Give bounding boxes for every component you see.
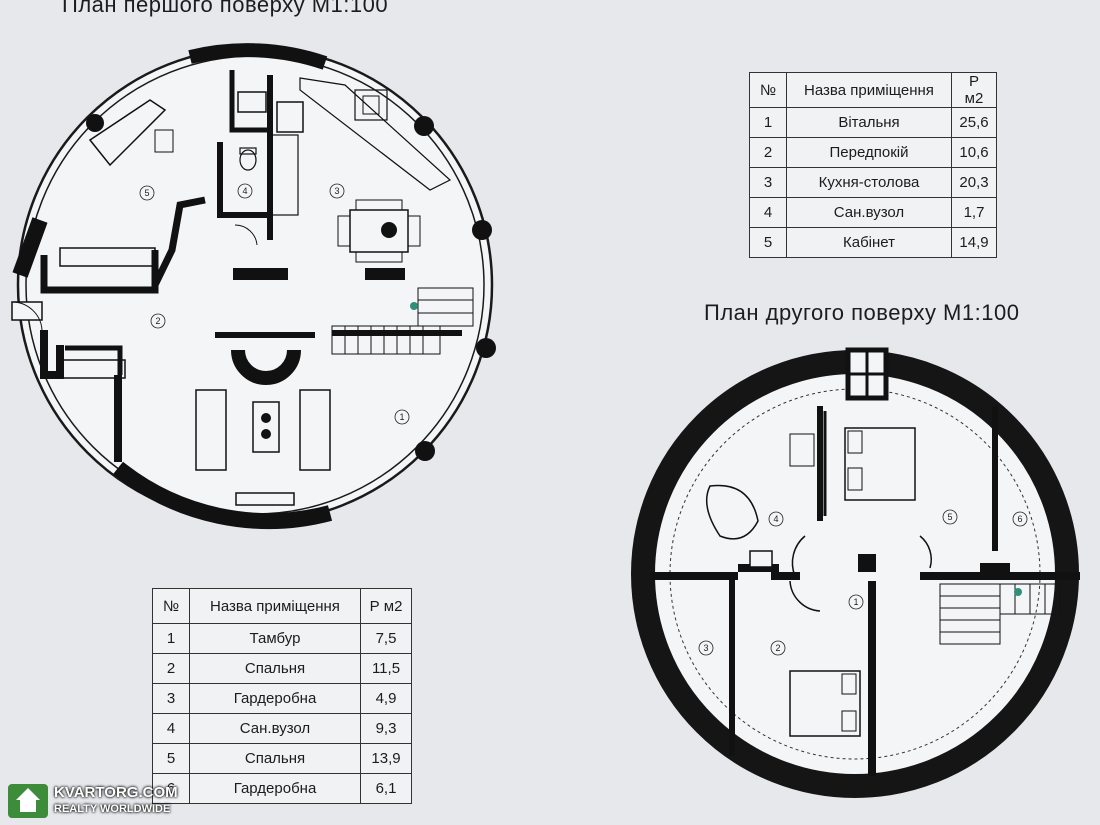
table-row: 3 Гардеробна 4,9 bbox=[152, 683, 412, 714]
floor1-room-label: 3 bbox=[334, 186, 339, 196]
floor2-plan-title: План другого поверху М1:100 bbox=[704, 300, 1020, 325]
floor1-desk bbox=[88, 99, 167, 167]
watermark-name: KVARTORG.COM bbox=[54, 784, 178, 801]
floor1-column bbox=[414, 116, 434, 136]
column-header-name: Назва приміщення bbox=[189, 588, 361, 624]
floor1-room-label: 5 bbox=[144, 188, 149, 198]
floor2-room-label: 5 bbox=[947, 512, 952, 522]
floor2-room-label: 2 bbox=[775, 643, 780, 653]
room-area: 11,5 bbox=[360, 653, 412, 684]
floor2-room-label: 3 bbox=[703, 643, 708, 653]
floor2-room-label: 4 bbox=[773, 514, 778, 524]
floor1-sofa bbox=[195, 389, 227, 471]
room-area: 4,9 bbox=[360, 683, 412, 714]
room-number: 4 bbox=[749, 197, 787, 228]
floor1-column bbox=[476, 338, 496, 358]
room-name: Вітальня bbox=[786, 107, 952, 138]
room-number: 5 bbox=[152, 743, 190, 774]
floor2-plan-drawing: 1 2 3 4 5 6 bbox=[631, 347, 1080, 798]
column-header-name: Назва приміщення bbox=[786, 72, 952, 108]
floor1-sink bbox=[354, 89, 388, 121]
table-row: 2 Передпокій 10,6 bbox=[749, 137, 997, 168]
room-area: 9,3 bbox=[360, 713, 412, 744]
floor1-plan-drawing: 1 2 3 4 5 bbox=[11, 43, 496, 530]
room-number: 3 bbox=[152, 683, 190, 714]
floor2-room-label: 6 bbox=[1017, 514, 1022, 524]
floor1-column bbox=[86, 114, 104, 132]
floor1-wall-bottom bbox=[112, 461, 333, 530]
floor2-bed bbox=[789, 670, 861, 737]
floor1-column bbox=[415, 441, 435, 461]
table-row: 1 Тамбур 7,5 bbox=[152, 623, 412, 654]
floor1-wall-top bbox=[188, 43, 328, 70]
room-name: Сан.вузол bbox=[786, 197, 952, 228]
column-header-number: № bbox=[152, 588, 190, 624]
table-header-row: № Назва приміщення Р м2 bbox=[749, 72, 997, 108]
room-number: 6 bbox=[152, 773, 190, 804]
table-row: 1 Вітальня 25,6 bbox=[749, 107, 997, 138]
room-number: 4 bbox=[152, 713, 190, 744]
room-number: 5 bbox=[749, 227, 787, 258]
floor1-room-label: 4 bbox=[242, 186, 247, 196]
floor1-plan-title: План першого поверху М1:100 bbox=[62, 0, 389, 17]
floor1-coffee-table bbox=[252, 401, 280, 453]
floor2-room-label: 1 bbox=[853, 597, 858, 607]
room-name: Кабінет bbox=[786, 227, 952, 258]
floor2-bed bbox=[844, 427, 916, 501]
column-header-area: Р м2 bbox=[360, 588, 412, 624]
floor1-rooms-table: № Назва приміщення Р м2 1 Вітальня 25,6 … bbox=[749, 72, 997, 258]
room-number: 1 bbox=[152, 623, 190, 654]
watermark-tagline: REALTY WORLDWIDE bbox=[54, 803, 171, 815]
house-icon bbox=[8, 784, 48, 818]
column-header-area: Р м2 bbox=[951, 72, 997, 108]
room-area: 6,1 bbox=[360, 773, 412, 804]
room-name: Гардеробна bbox=[189, 683, 361, 714]
room-area: 20,3 bbox=[951, 167, 997, 198]
room-number: 2 bbox=[749, 137, 787, 168]
watermark: KVARTORG.COM REALTY WORLDWIDE bbox=[8, 784, 178, 818]
table-row: 3 Кухня-столова 20,3 bbox=[749, 167, 997, 198]
room-name: Кухня-столова bbox=[786, 167, 952, 198]
column-header-number: № bbox=[749, 72, 787, 108]
room-name: Тамбур bbox=[189, 623, 361, 654]
table-row: 5 Кабінет 14,9 bbox=[749, 227, 997, 258]
floor1-column bbox=[472, 220, 492, 240]
table-row: 4 Сан.вузол 9,3 bbox=[152, 713, 412, 744]
room-area: 25,6 bbox=[951, 107, 997, 138]
room-name: Спальня bbox=[189, 743, 361, 774]
room-number: 2 bbox=[152, 653, 190, 684]
room-number: 3 bbox=[749, 167, 787, 198]
table-row: 2 Спальня 11,5 bbox=[152, 653, 412, 684]
room-area: 7,5 bbox=[360, 623, 412, 654]
floor1-room-label: 1 bbox=[399, 412, 404, 422]
room-name: Сан.вузол bbox=[189, 713, 361, 744]
room-name: Гардеробна bbox=[189, 773, 361, 804]
table-row: 6 Гардеробна 6,1 bbox=[152, 773, 412, 804]
room-area: 10,6 bbox=[951, 137, 997, 168]
room-area: 1,7 bbox=[951, 197, 997, 228]
floor2-staircase bbox=[939, 583, 1061, 645]
floor2-bathtub bbox=[705, 484, 759, 540]
room-number: 1 bbox=[749, 107, 787, 138]
room-name: Спальня bbox=[189, 653, 361, 684]
table-header-row: № Назва приміщення Р м2 bbox=[152, 588, 412, 624]
floor1-entrance-door bbox=[11, 301, 43, 321]
floor2-rooms-table: № Назва приміщення Р м2 1 Тамбур 7,5 2 С… bbox=[152, 588, 412, 804]
room-area: 13,9 bbox=[360, 743, 412, 774]
table-row: 4 Сан.вузол 1,7 bbox=[749, 197, 997, 228]
room-area: 14,9 bbox=[951, 227, 997, 258]
room-name: Передпокій bbox=[786, 137, 952, 168]
floor1-room-label: 2 bbox=[155, 316, 160, 326]
table-row: 5 Спальня 13,9 bbox=[152, 743, 412, 774]
